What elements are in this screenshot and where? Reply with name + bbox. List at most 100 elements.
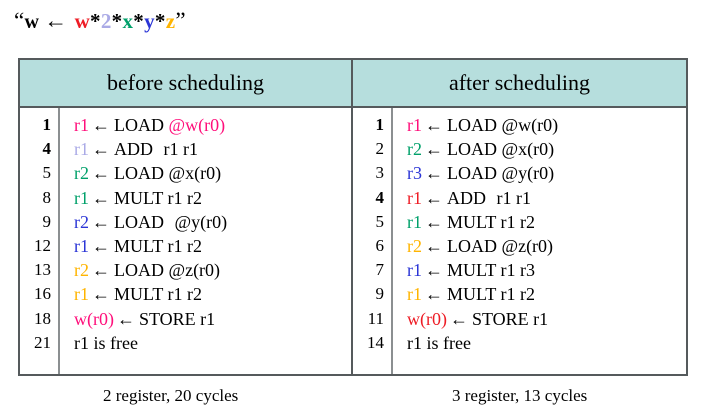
assign-arrow-icon: ← <box>92 260 110 281</box>
line-number: 11 <box>367 308 384 328</box>
instruction-args: r1 r2 <box>163 235 203 256</box>
instruction-row: r2←LOAD @x(r0) <box>407 137 686 161</box>
instruction-opcode: MULT <box>447 260 497 281</box>
assign-arrow-icon: ← <box>425 187 443 208</box>
assign-arrow-icon: ← <box>92 139 110 160</box>
instruction-text: r1 is free <box>74 332 138 353</box>
line-number: 8 <box>42 187 52 207</box>
instruction-row: r1←MULT r1 r2 <box>74 282 351 306</box>
instruction-opcode: LOAD <box>447 139 497 160</box>
line-number: 6 <box>375 235 385 255</box>
assign-arrow-icon: ← <box>92 163 110 184</box>
line-number: 4 <box>42 139 52 159</box>
instruction-dest: r2 <box>407 139 422 160</box>
instruction-opcode: ADD <box>447 187 486 208</box>
line-number: 1 <box>375 115 385 134</box>
instruction-row: w(r0)←STORE r1 <box>74 307 351 331</box>
header-after-scheduling: after scheduling <box>448 70 591 95</box>
instruction-args: @z(r0) <box>497 235 554 256</box>
instruction-dest: r2 <box>407 235 422 256</box>
instruction-opcode: MULT <box>114 284 164 305</box>
instruction-args: r1 <box>195 308 216 329</box>
instruction-row: r1←ADD r1 r1 <box>407 186 686 210</box>
instruction-dest: r2 <box>74 211 89 232</box>
instruction-opcode: STORE <box>471 308 529 329</box>
instruction-row: r1←MULT r1 r2 <box>407 282 686 306</box>
instruction-row: r2←LOAD @z(r0) <box>74 258 351 282</box>
expression-token-7: * <box>154 9 166 33</box>
expression-token-6: y <box>144 9 155 33</box>
line-number: 12 <box>34 235 51 255</box>
instruction-row: r1←LOAD @w(r0) <box>407 113 686 137</box>
line-number: 1 <box>42 115 52 134</box>
line-number: 5 <box>375 211 385 231</box>
assign-arrow-icon: ← <box>425 163 443 184</box>
instruction-opcode: MULT <box>447 284 497 305</box>
line-number: 5 <box>42 163 52 183</box>
line-number: 21 <box>34 332 51 352</box>
instruction-dest: r1 <box>74 284 89 305</box>
assign-arrow-icon: ← <box>425 235 443 256</box>
instruction-args: r1 r1 <box>159 139 199 160</box>
assign-arrow-icon: ← <box>92 235 110 256</box>
instruction-dest: r1 <box>407 187 422 208</box>
instruction-dest: r1 <box>74 139 89 160</box>
instruction-opcode: LOAD <box>447 163 497 184</box>
instruction-row: w(r0)←STORE r1 <box>407 307 686 331</box>
instruction-row: r1←MULT r1 r2 <box>407 210 686 234</box>
instruction-opcode: STORE <box>138 308 196 329</box>
instruction-column-right: r1←LOAD @w(r0)r2←LOAD @x(r0)r3←LOAD @y(r… <box>393 108 686 374</box>
instruction-args: @w(r0) <box>164 115 226 135</box>
instruction-row: r1←MULT r1 r2 <box>74 186 351 210</box>
instruction-opcode: LOAD <box>114 115 164 135</box>
instruction-dest: r1 <box>74 115 89 135</box>
assign-arrow-icon: ← <box>92 115 110 135</box>
line-number: 2 <box>375 139 385 159</box>
instruction-args: @z(r0) <box>164 260 221 281</box>
instruction-args: @w(r0) <box>497 115 559 135</box>
instruction-opcode: LOAD <box>447 235 497 256</box>
instruction-dest: w(r0) <box>74 308 114 329</box>
instruction-opcode: LOAD <box>114 260 164 281</box>
line-number: 4 <box>375 187 385 207</box>
instruction-dest: r1 <box>407 260 422 281</box>
instruction-args: @y(r0) <box>497 163 555 184</box>
expression-tokens: w*2*x*y*z <box>75 8 176 33</box>
instruction-opcode: LOAD <box>114 163 164 184</box>
scheduling-comparison-table: before scheduling after scheduling 1 4 5 8 9… <box>18 58 688 376</box>
instruction-dest: r1 <box>74 187 89 208</box>
line-number: 9 <box>42 211 52 231</box>
line-number: 9 <box>375 284 385 304</box>
assign-arrow-icon: ← <box>116 308 135 329</box>
expression-title: “w←w*2*x*y*z” <box>14 6 186 37</box>
assign-arrow-icon: ← <box>44 8 68 33</box>
instruction-dest: r2 <box>74 163 89 184</box>
instruction-opcode: ADD <box>114 139 153 160</box>
instruction-args: r1 r2 <box>496 284 536 305</box>
instruction-args: r1 r1 <box>492 187 532 208</box>
instruction-row: r1←ADD r1 r1 <box>74 137 351 161</box>
table-header-row: before scheduling after scheduling <box>20 60 686 108</box>
assign-arrow-icon: ← <box>425 115 443 135</box>
instruction-dest: r1 <box>407 115 422 135</box>
assign-arrow-icon: ← <box>425 284 443 305</box>
line-number: 13 <box>34 260 51 280</box>
expression-token-5: * <box>133 9 145 33</box>
instruction-row: r2←LOAD @y(r0) <box>74 210 351 234</box>
instruction-opcode: LOAD <box>447 115 497 135</box>
instruction-row: r1←MULT r1 r3 <box>407 258 686 282</box>
instruction-dest: r1 <box>407 284 422 305</box>
instruction-row: r1 is free <box>407 331 686 355</box>
assign-arrow-icon: ← <box>92 187 110 208</box>
assign-arrow-icon: ← <box>449 308 468 329</box>
instruction-args: r1 r3 <box>496 260 536 281</box>
instruction-text: r1 is free <box>407 332 471 353</box>
instruction-args: r1 <box>528 308 549 329</box>
instruction-opcode: MULT <box>447 211 497 232</box>
expression-token-4: x <box>122 9 134 33</box>
instruction-dest: r1 <box>407 211 422 232</box>
caption-before-scheduling: 2 register, 20 cycles <box>103 386 239 405</box>
instruction-args: r1 r2 <box>163 284 203 305</box>
